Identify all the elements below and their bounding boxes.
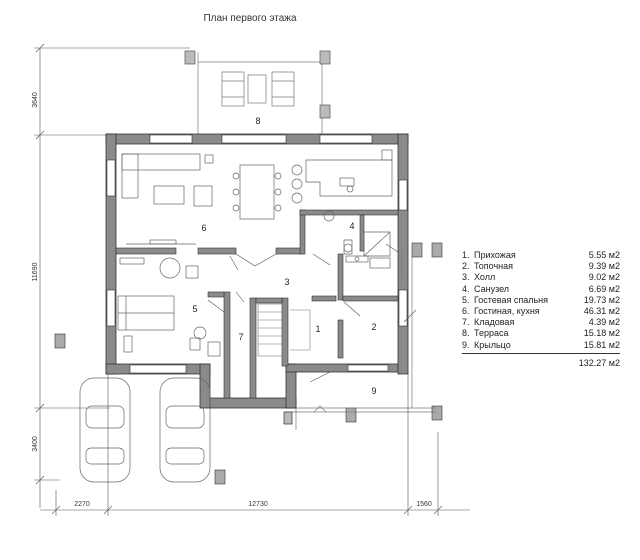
interior-walls (115, 209, 399, 399)
bathroom-fixtures (323, 210, 391, 269)
dim-bottom-right: 1560 (416, 501, 432, 508)
legend-total: 132.27 м2 (578, 357, 620, 368)
dim-top-left: 3640 (32, 92, 39, 108)
windows (106, 134, 408, 374)
living-furniture (121, 149, 393, 245)
stairs (257, 303, 311, 357)
room-numbers: 1 2 3 4 5 6 7 8 9 (192, 116, 376, 396)
legend-area: 15.81 м2 (583, 339, 620, 350)
door-swings (207, 243, 417, 383)
room-number-1: 1 (315, 324, 320, 334)
legend-area: 9.39 м2 (588, 261, 620, 272)
legend-area: 19.73 м2 (583, 294, 620, 305)
legend-area: 4.39 м2 (588, 317, 620, 328)
legend-area: 15.18 м2 (583, 328, 620, 339)
dim-bottom-main: 12730 (248, 501, 268, 508)
legend-area: 5.55 м2 (588, 250, 620, 260)
legend-area: 6.69 м2 (588, 283, 620, 294)
room-number-2: 2 (371, 322, 376, 332)
room-number-9: 9 (371, 386, 376, 396)
legend-separator (462, 352, 620, 354)
plan-title: План первого этажа (203, 13, 297, 24)
bedroom-furniture (117, 257, 221, 357)
columns (54, 242, 443, 485)
room-number-8: 8 (255, 116, 260, 126)
terrace (184, 50, 331, 135)
room-number-5: 5 (192, 304, 197, 314)
dimension-lines (34, 43, 470, 516)
cars (79, 377, 211, 483)
dim-bottom-left: 2270 (74, 501, 90, 508)
dimension-labels: 3640 11690 3400 2270 12730 1560 (32, 92, 432, 508)
dim-left-main: 11690 (32, 262, 39, 281)
legend-area: 46.31 м2 (583, 305, 620, 316)
room-number-4: 4 (349, 221, 354, 231)
porch (283, 252, 436, 430)
legend-area: 9.02 м2 (588, 272, 620, 283)
room-number-3: 3 (284, 277, 289, 287)
dim-left-bottom: 3400 (32, 436, 39, 452)
room-number-6: 6 (201, 223, 206, 233)
room-number-7: 7 (238, 332, 243, 342)
